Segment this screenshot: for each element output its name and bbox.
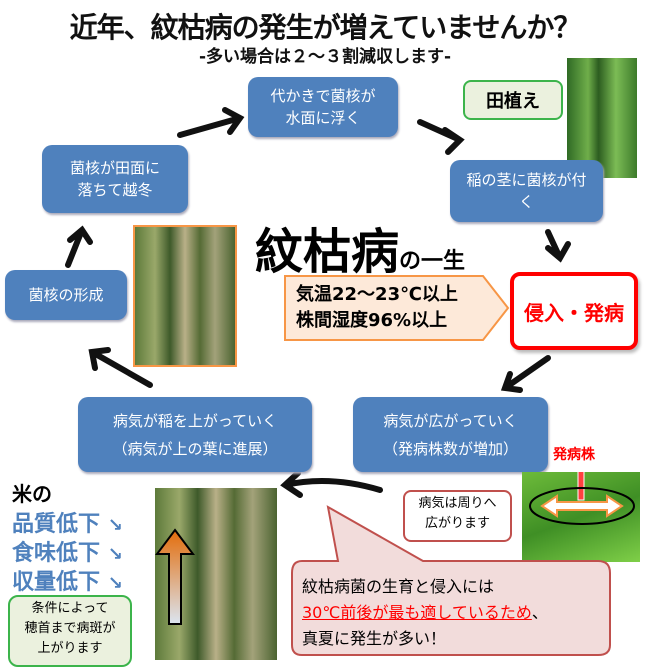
step-attach: 稲の茎に菌核が付く <box>450 160 603 222</box>
ear-bubble: 条件によって穂首まで病斑が上がります <box>8 595 132 667</box>
spread-bubble: 病気は周りへ広がります <box>403 490 512 542</box>
arrow-icon <box>177 107 245 138</box>
up-arrow-icon <box>155 528 195 625</box>
callout-text: 紋枯病菌の生育と侵入には 30℃前後が最も適しているため、 真夏に発生が多い！ <box>302 577 548 648</box>
arrow-icon <box>65 225 93 268</box>
down-arrow-icon: ↘ <box>107 544 123 565</box>
rice-stem-photo <box>567 58 637 178</box>
down-arrow-icon: ↘ <box>107 573 123 594</box>
sclerotia-photo <box>133 225 237 367</box>
page-title: 近年、紋枯病の発生が増えていませんか？ <box>69 11 582 44</box>
field-photo <box>522 461 640 562</box>
diseased-plant-label: 発病株 <box>553 447 595 463</box>
step-float: 代かきで菌核が水面に浮く <box>248 77 398 137</box>
infection-box: 侵入・発病 <box>510 272 638 350</box>
step-form: 菌核の形成 <box>5 270 127 320</box>
step-spread: 病気が広がっていく（発病株数が増加） <box>353 397 548 472</box>
step-winter: 菌核が田面に落ちて越冬 <box>42 145 188 213</box>
quality-decline: 品質低下 ↘ <box>12 512 123 537</box>
planting-bubble: 田植え <box>463 80 563 120</box>
center-title: 紋枯病の一生 <box>255 224 466 280</box>
arrow-icon <box>88 347 153 388</box>
condition-arrow-box <box>284 275 510 341</box>
subtitle: -多い場合は２～３割減収します- <box>198 47 452 67</box>
arrow-icon <box>500 355 551 393</box>
down-arrow-icon: ↘ <box>107 515 123 536</box>
taste-decline: 食味低下 ↘ <box>12 541 123 566</box>
condition-text: 気温22～23℃以上株間湿度96%以上 <box>296 284 458 331</box>
rice-ear-photo <box>155 488 277 660</box>
callout-shape <box>291 505 611 656</box>
arrow-icon <box>545 229 571 263</box>
rice-heading: 米の <box>12 482 52 506</box>
arrow-icon <box>417 119 465 155</box>
step-climb: 病気が稲を上がっていく（病気が上の葉に進展） <box>78 397 312 472</box>
arrow-icon <box>280 470 383 498</box>
spread-arrows-icon <box>529 461 635 525</box>
yield-decline: 収量低下 ↘ <box>12 570 123 595</box>
